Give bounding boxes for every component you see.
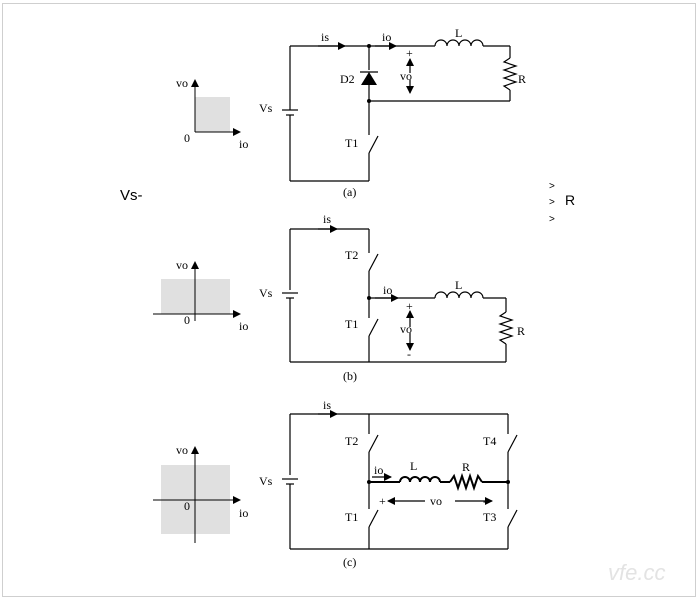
label-vo-c: vo (430, 494, 442, 508)
label-T2-c: T2 (345, 434, 358, 448)
vo-axis-label-b: vo (176, 258, 188, 272)
inductor-l-b (434, 291, 484, 299)
label-vo-a: vo (400, 69, 412, 83)
switch-t4-c (507, 434, 518, 453)
circuit-c: is io L R T2 T4 T1 T3 Vs + vo - (c) (259, 398, 518, 569)
label-Vs-c: Vs (259, 474, 273, 488)
stray-arrow-1: > (549, 181, 555, 192)
origin-label-b: 0 (184, 313, 190, 327)
label-D2: D2 (340, 72, 355, 86)
switch-t2-b (368, 253, 379, 272)
label-minus-b: - (407, 347, 411, 361)
label-L-a: L (455, 26, 462, 40)
operating-region-a (195, 97, 230, 132)
vo-axis-label-c: vo (176, 443, 188, 457)
label-T1-b: T1 (345, 317, 358, 331)
label-io-b: io (383, 283, 392, 297)
quadrant-plot-c: vo io 0 (153, 443, 248, 543)
label-R-a: R (518, 72, 526, 86)
switch-t2-c (368, 434, 379, 453)
label-is-c: is (323, 398, 331, 412)
io-axis-label-a: io (239, 137, 248, 151)
label-plus-b: + (406, 299, 413, 313)
label-vo-b: vo (400, 322, 412, 336)
resistor-r-c (449, 472, 483, 492)
label-io-a: io (382, 30, 391, 44)
inductor-l-a (434, 39, 484, 47)
stray-arrow-3: > (549, 214, 555, 225)
label-R-c: R (462, 460, 470, 474)
circuit-b: is io L R T2 T1 Vs + vo - (b) (259, 212, 525, 383)
quadrant-plot-a: vo io 0 (176, 76, 248, 151)
diode-d2 (360, 71, 378, 85)
switch-t3-c (507, 509, 518, 528)
label-T4-c: T4 (483, 434, 496, 448)
stray-r-text: R (565, 192, 575, 208)
circuit-a: is io L R D2 Vs T1 + vo - (a) (259, 26, 526, 199)
switch-t1-a (368, 135, 379, 154)
label-minus-a: - (407, 93, 411, 107)
label-T2-b: T2 (345, 248, 358, 262)
switch-t1-b (368, 318, 379, 337)
resistor-r-a (502, 57, 518, 91)
caption-c: (c) (343, 555, 356, 569)
label-L-b: L (455, 278, 462, 292)
vo-axis-label-a: vo (176, 76, 188, 90)
outer-frame (2, 3, 696, 597)
label-is-b: is (323, 212, 331, 226)
label-plus-a: + (406, 46, 413, 60)
caption-b: (b) (343, 369, 357, 383)
label-plus-c: + (379, 494, 386, 508)
caption-a: (a) (343, 185, 356, 199)
label-Vs-a: Vs (259, 101, 273, 115)
switch-t1-c (368, 509, 379, 528)
inductor-l-c (399, 476, 441, 483)
label-T3-c: T3 (483, 510, 496, 524)
label-minus-c: - (483, 494, 487, 508)
quadrant-plot-b: vo io 0 (153, 258, 248, 333)
label-T1-a: T1 (345, 136, 358, 150)
io-axis-label-b: io (239, 319, 248, 333)
label-R-b: R (517, 324, 525, 338)
io-axis-label-c: io (239, 506, 248, 520)
label-is-a: is (321, 30, 329, 44)
watermark: vfe.cc (608, 560, 665, 585)
stray-vs-text: Vs- (120, 187, 143, 204)
label-Vs-b: Vs (259, 286, 273, 300)
origin-label-c: 0 (184, 499, 190, 513)
label-T1-c: T1 (345, 510, 358, 524)
label-io-c: io (374, 463, 383, 477)
label-L-c: L (410, 459, 417, 473)
stray-arrow-2: > (549, 197, 555, 208)
origin-label-a: 0 (184, 131, 190, 145)
resistor-r-b (498, 311, 514, 345)
